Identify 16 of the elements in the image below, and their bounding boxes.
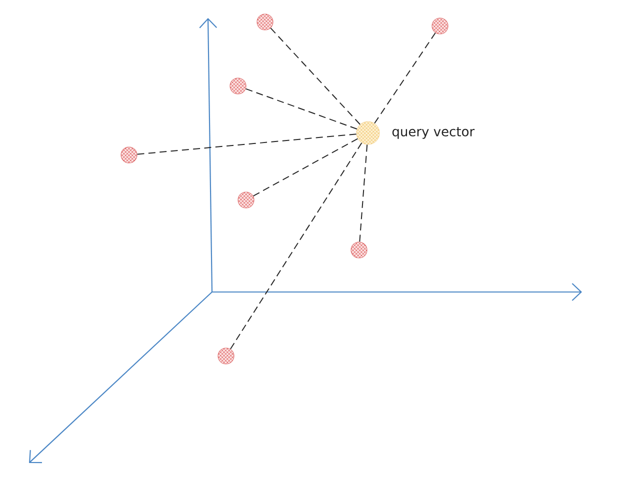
data-point [120, 146, 138, 164]
data-point [256, 14, 274, 30]
dashed-line [374, 32, 436, 124]
data-point [238, 192, 254, 208]
point-label: query vector [392, 127, 475, 139]
dashed-line [270, 28, 360, 125]
dashed-line [245, 88, 358, 130]
dashed-line [359, 144, 368, 242]
dashed-line [252, 138, 358, 196]
data-point [350, 242, 368, 258]
data-point [218, 348, 234, 364]
dashed-line [136, 134, 357, 155]
query-point [356, 121, 380, 145]
data-point [432, 18, 448, 34]
dashed-line [230, 142, 362, 350]
data-point [230, 78, 246, 94]
